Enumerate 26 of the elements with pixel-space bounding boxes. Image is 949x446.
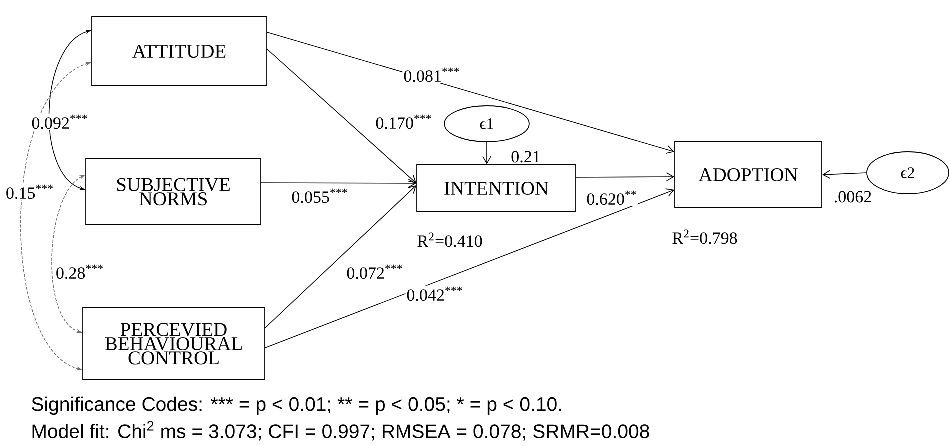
construct-box: ATTITUDE bbox=[92, 16, 268, 86]
arrow bbox=[822, 170, 867, 180]
edge-label: 0.170$^{***}$ bbox=[374, 114, 434, 130]
construct-box: SUBJECTIVE NORMS bbox=[86, 158, 262, 226]
arrow bbox=[267, 32, 675, 154]
arrow bbox=[482, 142, 492, 165]
arrow bbox=[576, 172, 675, 182]
arrow bbox=[265, 186, 417, 328]
arrow bbox=[265, 188, 675, 348]
edge-label: 0.28$^{***}$ bbox=[54, 264, 106, 280]
arrow bbox=[267, 49, 417, 184]
edge-label: 0.042$^{***}$ bbox=[406, 286, 464, 302]
edge-label: 0.055$^{***}$ bbox=[290, 188, 350, 204]
construct-box: INTENTION bbox=[416, 164, 576, 212]
note-text: Model fit: Chi$^{2}$ ms = 3.073; CFI = 0.997; RMSEA = 0.078; SRMR=0.008 bbox=[32, 421, 650, 441]
arrow bbox=[261, 179, 417, 188]
construct-box: PERCEVIED BEHAVIOURAL CONTROL bbox=[82, 308, 266, 380]
r-squared-label: R$^{2}$=0.798 bbox=[672, 230, 738, 244]
r-squared-label: R$^{2}$=0.410 bbox=[418, 232, 482, 248]
edge-label: 0.15$^{***}$ bbox=[4, 184, 56, 200]
edge-label: 0.072$^{***}$ bbox=[346, 264, 404, 280]
construct-box: ADOPTION bbox=[674, 142, 822, 208]
edge-label: 0.21 bbox=[510, 150, 542, 164]
edge-label: 0.620$^{**}$ bbox=[586, 190, 638, 206]
edge-label: 0.081$^{***}$ bbox=[402, 66, 462, 84]
edge-label: 0.092$^{***}$ bbox=[30, 114, 90, 130]
